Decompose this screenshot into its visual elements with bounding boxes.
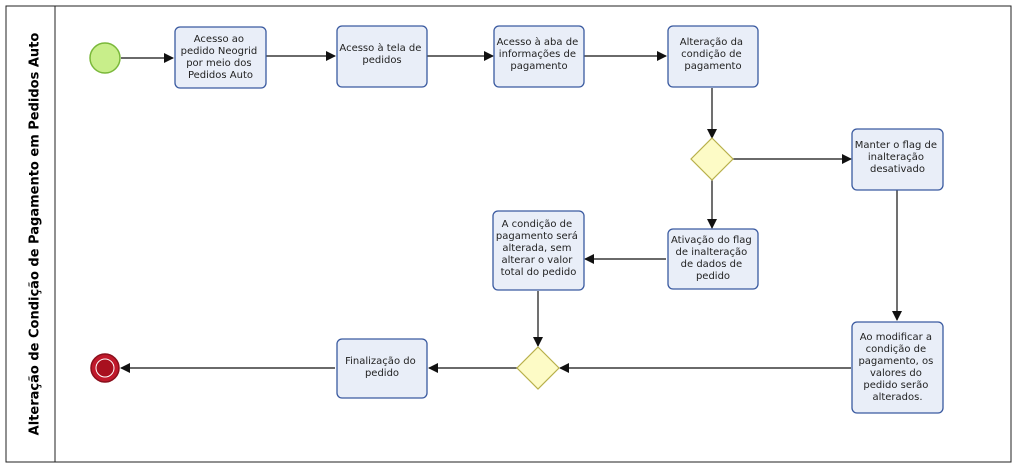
task-t8[interactable]: Ao modificar a condição de pagamento, os…: [851, 321, 944, 414]
task-t9[interactable]: Finalização do pedido: [336, 338, 428, 399]
sequence-flows: [120, 51, 902, 373]
task-t4-line: Alteração da: [680, 37, 743, 48]
task-t2-line: Acesso à tela de: [339, 42, 421, 54]
task-t7-line: pagamento será: [496, 230, 578, 242]
task-t2[interactable]: Acesso à tela de pedidos: [336, 25, 428, 88]
task-t5-line: Manter o flag de: [855, 140, 937, 151]
task-t1-line: por meio dos: [186, 58, 251, 69]
task-t7[interactable]: A condição de pagamento será alterada, s…: [492, 210, 585, 291]
task-t3[interactable]: Acesso à aba de informações de pagamento: [493, 25, 585, 88]
task-t8-line: alterados.: [872, 392, 922, 403]
task-t6-line: de inalteração: [676, 247, 748, 258]
task-t4[interactable]: Alteração da condição de pagamento: [667, 25, 759, 88]
pool-title: Alteração de Condição de Pagamento em Pe…: [28, 33, 43, 436]
task-t1-line: Pedidos Auto: [188, 70, 253, 81]
task-t5[interactable]: Manter o flag de inalteração desativado: [851, 128, 944, 191]
svg-text:Ao modificar a condição: Ao modificar a condição de pagamento, os…: [858, 332, 936, 403]
svg-text:A condição de pagamento: A condição de pagamento será alterada, s…: [496, 219, 581, 278]
task-t8-line: pedido serão: [863, 380, 928, 391]
svg-text:Ativação do flag de inal: Ativação do flag de inalteração de dados…: [671, 235, 755, 282]
exclusive-gateway-decision[interactable]: [690, 137, 734, 181]
task-t8-line: valores do: [870, 368, 922, 379]
task-t1-line: pedido Neogrid: [181, 46, 258, 57]
svg-text:Manter o flag de inalter: Manter o flag de inalteração desativado: [855, 140, 940, 175]
start-event[interactable]: [89, 42, 121, 74]
task-t7-line: A condição de: [502, 219, 573, 230]
svg-text:Acesso ao pedido Neogrid: Acesso ao pedido Neogrid por meio dos Pe…: [181, 34, 261, 81]
end-event-inner: [95, 358, 115, 378]
svg-text:Alteração da condição de: Alteração da condição de pagamento: [680, 37, 747, 72]
svg-text:Acesso à aba de informaç: Acesso à aba de informações de pagamento: [497, 36, 582, 72]
svg-text:Finalização do pedido: Finalização do pedido: [345, 356, 419, 379]
task-t4-line: pagamento: [684, 61, 741, 72]
task-t9-line: Finalização do: [345, 356, 416, 367]
exclusive-gateway-merge[interactable]: [516, 346, 560, 390]
task-t3-line: informações de: [499, 49, 576, 60]
task-t3-line: Acesso à aba de: [497, 36, 579, 48]
task-t8-line: pagamento, os: [858, 356, 933, 367]
task-t1-line: Acesso ao: [194, 34, 244, 45]
task-t6[interactable]: Ativação do flag de inalteração de dados…: [667, 228, 759, 290]
task-t7-line: alterar o valor: [501, 255, 573, 266]
task-t7-line: total do pedido: [501, 267, 577, 278]
task-t9-line: pedido: [365, 368, 399, 379]
task-t6-line: de dados de: [681, 259, 743, 270]
task-t5-line: inalteração: [868, 152, 924, 163]
task-t1[interactable]: Acesso ao pedido Neogrid por meio dos Pe…: [174, 26, 267, 89]
task-t6-line: pedido: [696, 271, 730, 282]
task-t3-line: pagamento: [510, 61, 567, 72]
task-t2-line: pedidos: [362, 55, 401, 66]
task-t6-line: Ativação do flag: [671, 235, 752, 246]
task-t5-line: desativado: [870, 164, 925, 175]
task-t4-line: condição de: [681, 49, 742, 60]
svg-text:Acesso à tela de pedidos: Acesso à tela de pedidos: [339, 42, 424, 66]
task-t7-line: alterada, sem: [502, 243, 571, 254]
task-t8-line: Ao modificar a: [860, 332, 932, 343]
task-t8-line: condição de: [866, 344, 927, 355]
